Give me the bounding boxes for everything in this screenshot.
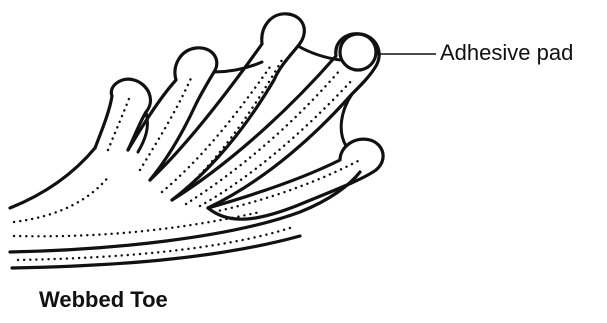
web-membrane-2: [214, 62, 262, 72]
toe-3: [150, 14, 304, 200]
toe-4-dots: [186, 70, 354, 206]
figure-caption: Webbed Toe: [39, 287, 168, 313]
toe-2: [128, 48, 217, 180]
adhesive-pad-circle: [340, 34, 376, 70]
adhesive-pad-label: Adhesive pad: [440, 40, 573, 66]
toe-1: [95, 79, 150, 150]
web-membrane-3: [298, 46, 340, 60]
